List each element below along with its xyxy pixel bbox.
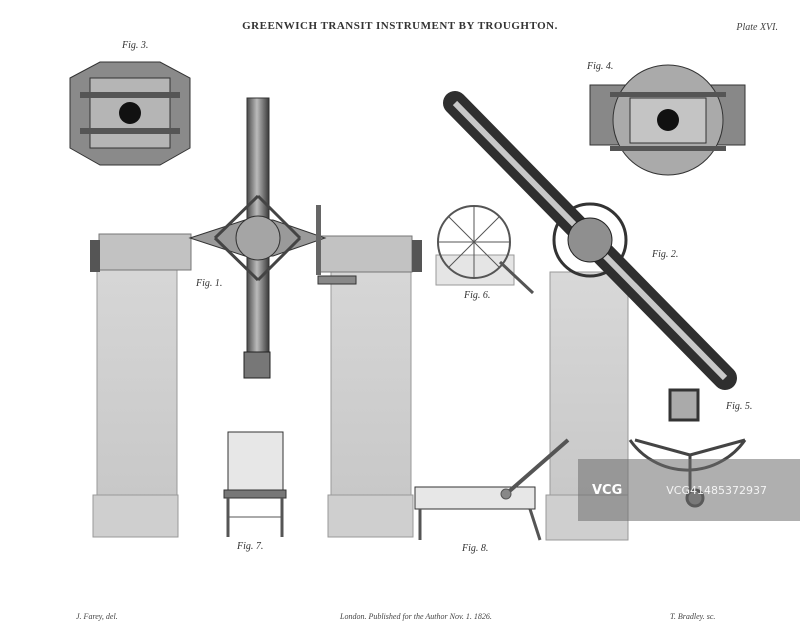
fig4-drawing: [589, 64, 746, 176]
watermark: VCG VCG41485372937: [578, 459, 800, 521]
fig4-label: Fig. 4.: [587, 61, 614, 72]
watermark-logo: VCG: [592, 482, 623, 498]
fig7-drawing: [223, 431, 287, 537]
fig3-drawing: [69, 61, 191, 166]
fig2-drawing: [443, 91, 737, 390]
credit-draftsman: J. Farey, del.: [76, 612, 118, 621]
fig1-label: Fig. 1.: [196, 278, 223, 289]
fig2-label: Fig. 2.: [652, 249, 679, 260]
fig8-drawing: [414, 438, 570, 541]
fig6-drawing: [435, 205, 535, 295]
credit-publisher: London. Published for the Author Nov. 1.…: [340, 612, 492, 621]
watermark-text: VCG41485372937: [666, 483, 767, 497]
fig6-label: Fig. 6.: [464, 290, 491, 301]
fig5-label: Fig. 5.: [726, 401, 753, 412]
fig7-label: Fig. 7.: [237, 541, 264, 552]
credit-engraver: T. Bradley. sc.: [670, 612, 716, 621]
fig8-label: Fig. 8.: [462, 543, 489, 554]
plate-number: Plate XVI.: [736, 22, 778, 33]
plate-title: GREENWICH TRANSIT INSTRUMENT BY TROUGHTO…: [242, 20, 558, 32]
fig1-drawing: [188, 97, 357, 379]
fig3-label: Fig. 3.: [122, 40, 149, 51]
